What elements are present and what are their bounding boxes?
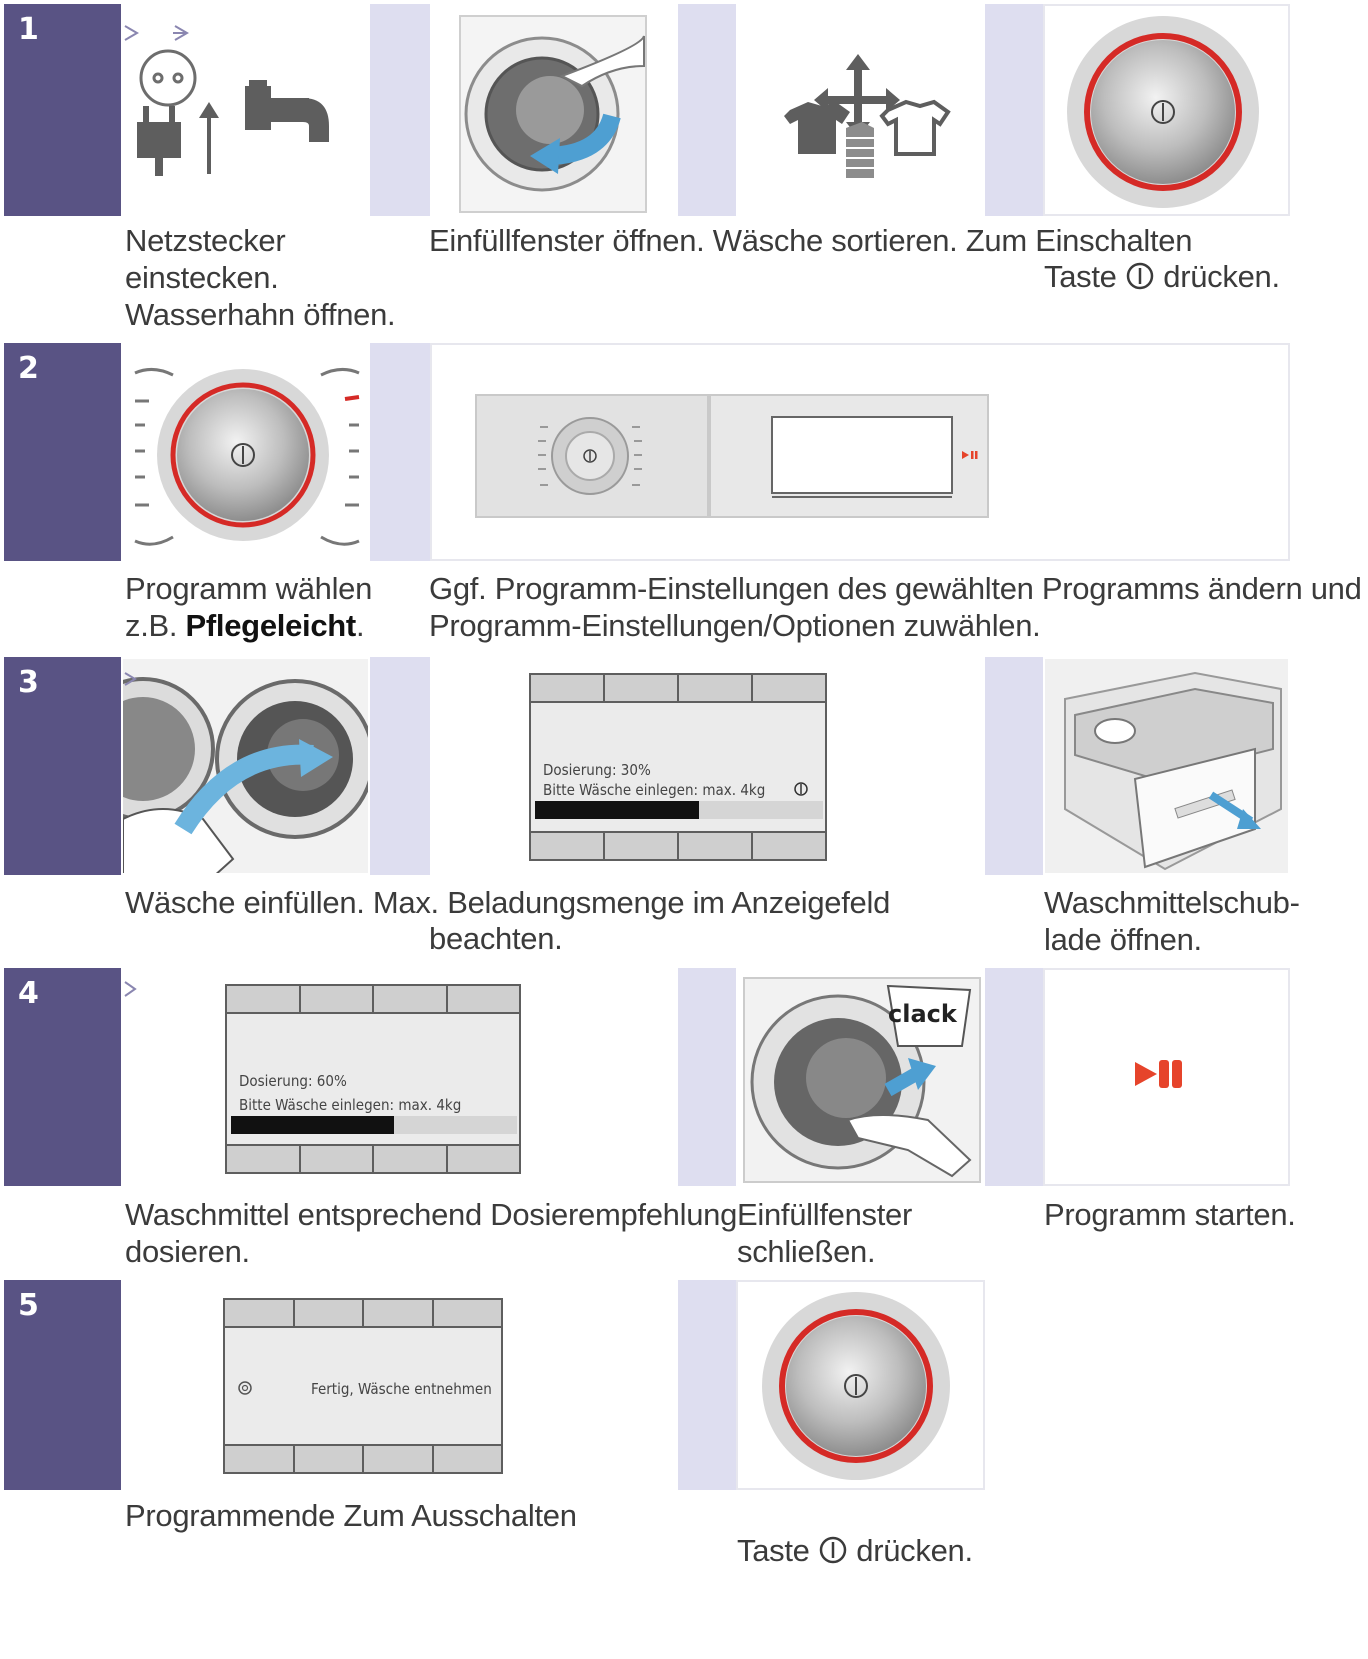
detergent-drawer-illustration [1043,657,1290,875]
load-laundry-illustration [121,657,370,875]
caption-load-laundry-2: beachten. [429,921,563,956]
display-load-text: Bitte Wäsche einlegen: max. 4kg [543,781,766,799]
plug-icon [124,25,329,176]
display-dosing-text: Dosierung: 60% [239,1072,347,1090]
caption-program-settings: Ggf. Programm-Einstellungen des gewählte… [429,571,1362,643]
power-icon [1151,100,1175,124]
washer-door-open-illustration [430,4,678,216]
power-knob-illustration [736,1280,985,1490]
caption-start-program: Programm starten. [1044,1197,1296,1232]
display-dosing-text: Dosierung: 30% [543,761,651,779]
accent-strip [985,4,1043,216]
plug-tap-illustration [121,4,370,216]
laundry-sort-icon [784,54,951,178]
status-icon [238,1381,252,1395]
accent-strip [678,4,736,216]
step-number-2: 2 [4,343,121,561]
display-load-text: Bitte Wäsche einlegen: max. 4kg [239,1096,462,1114]
caption-press-power-off: Taste drücken. [737,1533,973,1568]
caption-program-end: Programmende Zum Ausschalten [125,1498,577,1533]
power-icon [231,443,255,467]
step-number-5: 5 [4,1280,121,1490]
power-icon [819,1536,847,1564]
program-dial-illustration [121,343,370,561]
control-panel-illustration [430,343,1290,561]
display-panel: Fertig, Wäsche entnehmen [121,1280,678,1490]
step-number-3: 3 [4,657,121,875]
accent-strip [370,4,430,216]
display-finished-text: Fertig, Wäsche entnehmen [311,1380,492,1398]
caption-select-program: Programm wählen z.B. Pflegeleicht. [125,571,373,643]
start-pause-icon [962,451,978,459]
power-knob-illustration [1043,4,1290,216]
caption-open-drawer: Waschmittelschub-lade öffnen. [1044,885,1300,957]
display-panel: Dosierung: 60% Bitte Wäsche einlegen: ma… [121,968,678,1186]
step-number-1: 1 [4,4,121,216]
close-door-illustration: clack [736,968,985,1186]
accent-strip [985,657,1043,875]
display-panel: Dosierung: 30% Bitte Wäsche einlegen: ma… [430,657,985,875]
accent-strip [370,343,430,561]
load-sensor-icon [794,782,808,796]
accent-strip [678,968,736,1186]
accent-strip [985,968,1043,1186]
caption-dose-detergent: Waschmittel entsprechend Dosierempfehlun… [125,1197,738,1269]
water-tap-icon [245,80,329,142]
start-pause-icon [1135,1060,1182,1088]
power-icon [583,449,597,463]
accent-strip [678,1280,736,1490]
power-icon [844,1374,868,1398]
caption-open-door: Einfüllfenster öffnen. Wäsche sortieren.… [429,223,1193,258]
power-icon [1126,262,1154,290]
caption-press-power: Taste drücken. [1044,259,1280,294]
laundry-sort-illustration [736,4,985,216]
step-number-4: 4 [4,968,121,1186]
accent-strip [370,657,430,875]
dosing-progress-bar [535,801,823,819]
start-button-illustration [1043,968,1290,1186]
clack-text: clack [888,1000,958,1028]
dosing-progress-bar [231,1116,517,1134]
caption-load-laundry: Wäsche einfüllen. Max. Beladungsmenge im… [125,885,891,920]
